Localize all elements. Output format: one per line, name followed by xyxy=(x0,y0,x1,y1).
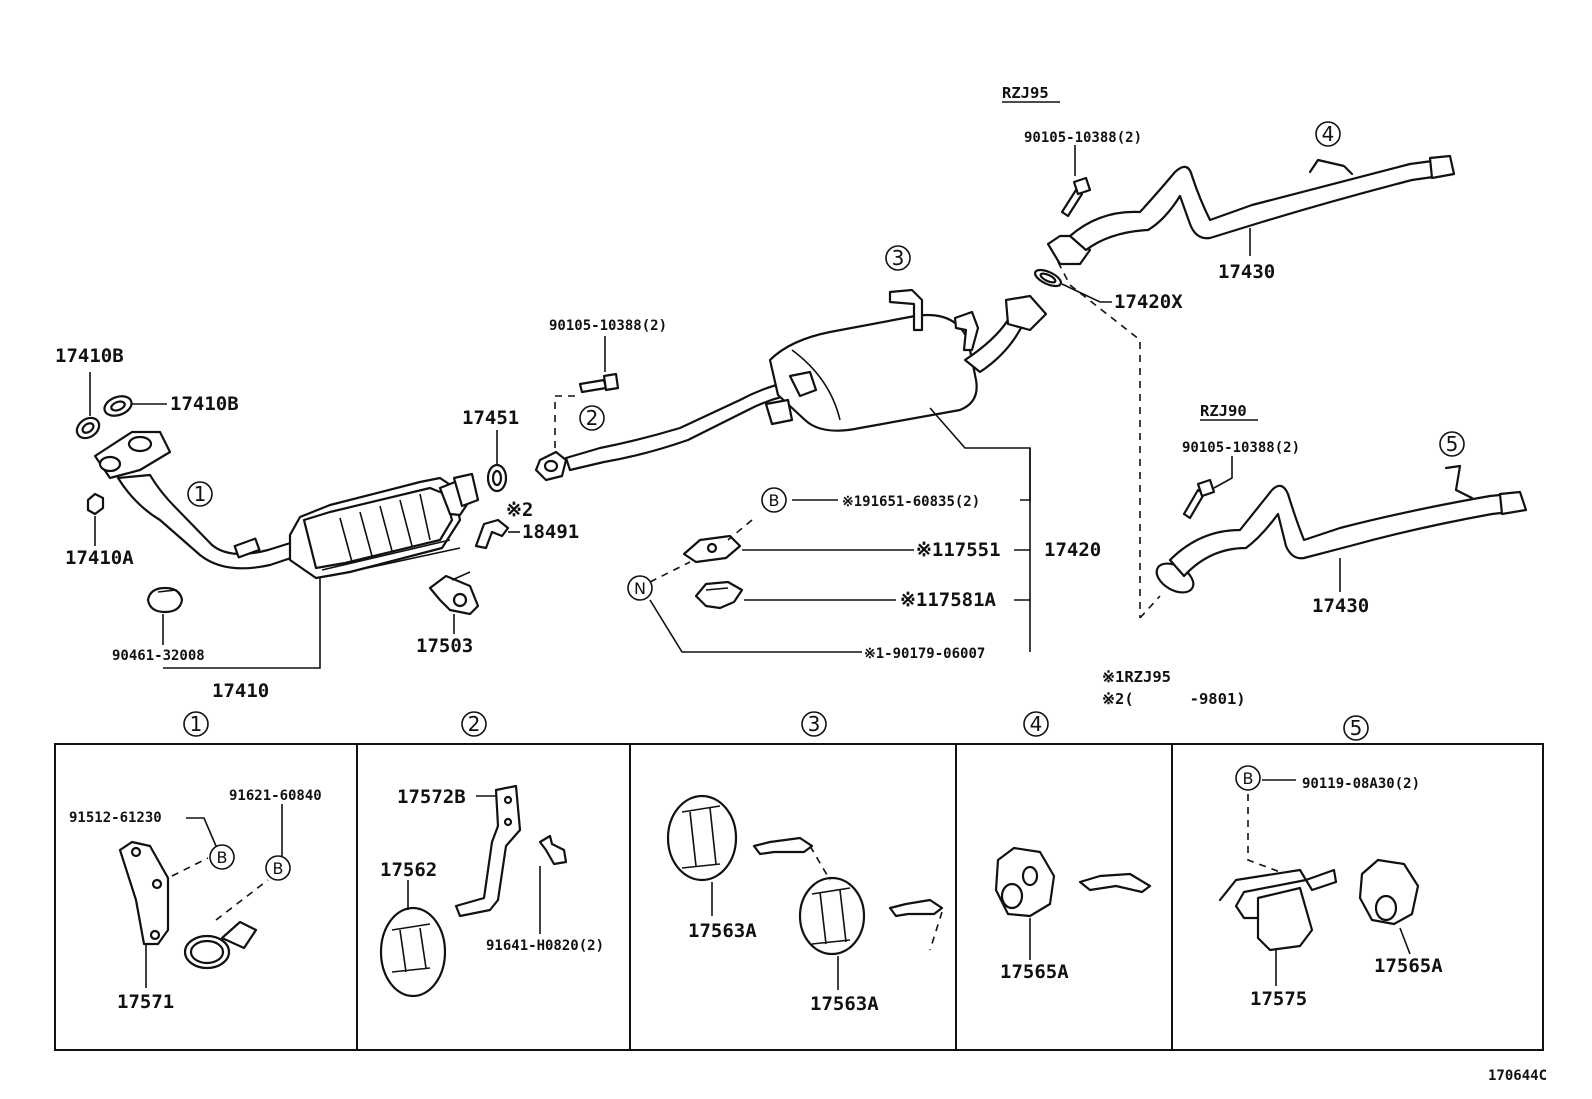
panel-header-4: 4 xyxy=(1023,711,1049,737)
tail-pipe-rzj95 xyxy=(1046,154,1456,266)
part-17581A: ※117581A xyxy=(900,589,997,611)
bolt-90105-lower xyxy=(1182,478,1216,520)
ref-circle-5: 5 xyxy=(1439,431,1465,457)
svg-text:N: N xyxy=(634,579,646,598)
ref-letter-N-muffler: N xyxy=(627,575,653,601)
svg-text:5: 5 xyxy=(1350,716,1363,740)
part-17410B-top: 17410B xyxy=(55,345,124,367)
panel-4-part-17565A: 17565A xyxy=(1000,961,1069,983)
part-17430-lower: 17430 xyxy=(1312,595,1369,617)
tail-pipe-rzj90 xyxy=(1155,464,1528,594)
svg-text:3: 3 xyxy=(892,246,905,270)
part-90179-06007: ※1-90179-06007 xyxy=(864,646,985,662)
note-1: ※1RZJ95 xyxy=(1102,668,1171,686)
svg-text:B: B xyxy=(769,491,780,510)
part-90105-10388-top: 90105-10388(2) xyxy=(1024,130,1142,146)
ref-circle-3: 3 xyxy=(885,245,911,271)
panel-3-parts xyxy=(666,794,944,956)
part-17410A: 17410A xyxy=(65,547,134,569)
part-17410: 17410 xyxy=(212,680,269,702)
panel-2-part-17572B: 17572B xyxy=(397,786,466,808)
center-pipe xyxy=(534,378,808,482)
panel-header-3: 3 xyxy=(801,711,827,737)
panel-1-part-17571: 17571 xyxy=(117,991,174,1013)
gasket-17410B-right xyxy=(103,395,133,417)
diagram-id: 170644C xyxy=(1488,1068,1547,1084)
svg-text:4: 4 xyxy=(1322,122,1335,146)
note-mark-2: ※2 xyxy=(506,499,533,521)
svg-text:5: 5 xyxy=(1446,432,1459,456)
part-17451: 17451 xyxy=(462,407,519,429)
part-17430-top: 17430 xyxy=(1218,261,1275,283)
part-17420: 17420 xyxy=(1044,539,1101,561)
gasket-17420X xyxy=(1033,268,1063,288)
ref-letter-B-muffler: B xyxy=(761,487,787,513)
svg-text:4: 4 xyxy=(1030,712,1043,736)
gasket-17410B-left xyxy=(75,416,101,440)
panel-5-part-90119-08A30: 90119-08A30(2) xyxy=(1302,776,1420,792)
panel-header-5: 5 xyxy=(1343,715,1369,741)
front-pipe-assembly xyxy=(93,430,480,580)
panel-5-ref-B: B xyxy=(1235,765,1261,791)
svg-text:3: 3 xyxy=(808,712,821,736)
gasket-17451 xyxy=(486,463,508,493)
panel-4-parts xyxy=(994,846,1152,918)
svg-text:B: B xyxy=(273,859,284,878)
variant-label-rzj95: RZJ95 xyxy=(1002,84,1049,102)
panel-3-part-17563A-a: 17563A xyxy=(688,920,757,942)
note-2: ※2( -9801) xyxy=(1102,690,1246,708)
part-18491: 18491 xyxy=(522,521,579,543)
panel-2-part-91641-H0820: 91641-H0820(2) xyxy=(486,938,604,954)
bracket-18491 xyxy=(474,518,510,550)
hanger-17581A xyxy=(694,580,744,610)
part-17551: ※117551 xyxy=(916,539,1001,561)
muffler xyxy=(764,288,1048,432)
panel-1-ref-B-b: B xyxy=(265,855,291,881)
ref-circle-2: 2 xyxy=(579,405,605,431)
svg-text:B: B xyxy=(1243,769,1254,788)
support-17503 xyxy=(428,571,480,616)
panel-1-ref-B-a: B xyxy=(209,844,235,870)
variant-label-rzj90: RZJ90 xyxy=(1200,402,1247,420)
part-90105-10388-center: 90105-10388(2) xyxy=(549,318,667,334)
panel-3-part-17563A-b: 17563A xyxy=(810,993,879,1015)
ref-circle-4: 4 xyxy=(1315,121,1341,147)
panel-header-1: 1 xyxy=(183,711,209,737)
svg-text:B: B xyxy=(217,848,228,867)
detail-panels-frame xyxy=(54,743,1544,1051)
part-90461-32008: 90461-32008 xyxy=(112,648,205,664)
part-90105-10388-lower: 90105-10388(2) xyxy=(1182,440,1300,456)
panel-5-parts xyxy=(1218,794,1420,952)
panel-2-part-17562: 17562 xyxy=(380,859,437,881)
panel-2-parts xyxy=(379,784,568,998)
clamp-90461-32008 xyxy=(146,586,184,614)
svg-text:1: 1 xyxy=(190,712,203,736)
part-17410B-right: 17410B xyxy=(170,393,239,415)
panel-5-part-17565A: 17565A xyxy=(1374,955,1443,977)
bracket-17551 xyxy=(682,534,742,564)
part-17420X: 17420X xyxy=(1114,291,1183,313)
part-91651-60835: ※191651-60835(2) xyxy=(842,494,980,510)
panel-1-part-91512-61230: 91512-61230 xyxy=(69,810,162,826)
panel-1-parts xyxy=(118,840,269,970)
ref-circle-1: 1 xyxy=(187,481,213,507)
svg-text:1: 1 xyxy=(194,482,207,506)
part-17503: 17503 xyxy=(416,635,473,657)
nut-17410A xyxy=(86,492,105,516)
bolt-90105-center xyxy=(578,372,620,394)
panel-5-part-17575: 17575 xyxy=(1250,988,1307,1010)
svg-text:2: 2 xyxy=(586,406,599,430)
panel-header-2: 2 xyxy=(461,711,487,737)
panel-1-part-91621-60840: 91621-60840 xyxy=(229,788,322,804)
bolt-90105-top xyxy=(1060,176,1092,218)
svg-text:2: 2 xyxy=(468,712,481,736)
